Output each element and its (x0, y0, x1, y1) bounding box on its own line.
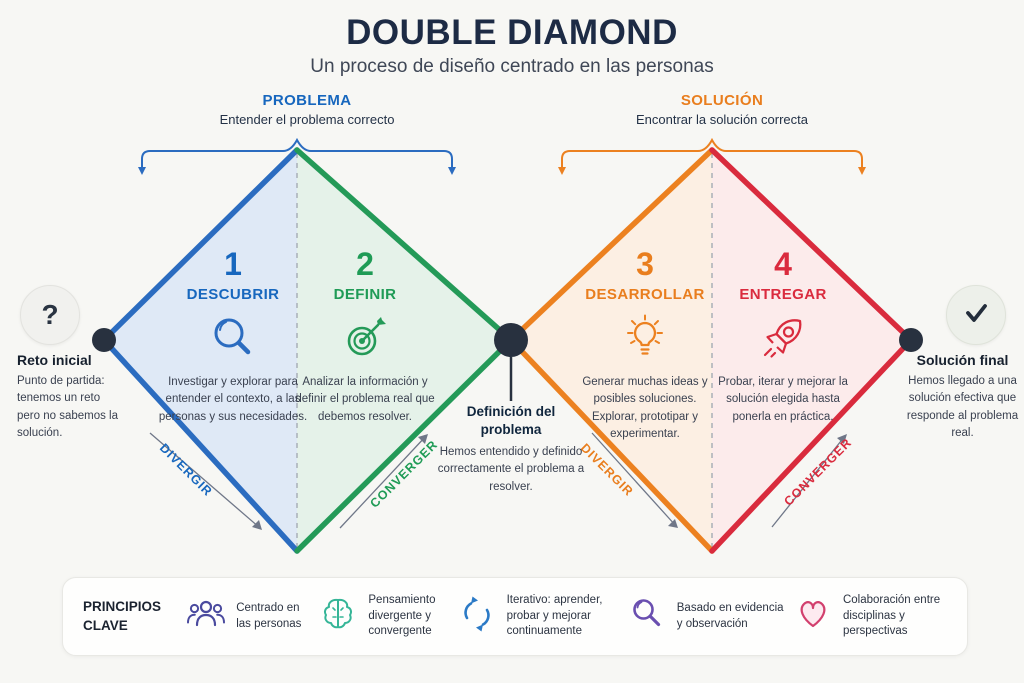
stage-descubrir: 1 DESCUBRIR Investigar y explorar para e… (158, 248, 308, 426)
diamond1-left-fill (104, 150, 297, 551)
stage3-number: 3 (636, 246, 654, 282)
rocket-icon (708, 312, 858, 366)
principle-collaboration-label: Colaboración entre disciplinas y perspec… (842, 594, 941, 638)
final-solution-title: Solución final (916, 352, 1009, 368)
stage1-title: DESCUBRIR (186, 286, 280, 303)
principle-people-label: Centrado en las personas (236, 601, 302, 630)
initial-challenge-block: Reto inicial Punto de partida: tenemos u… (17, 352, 121, 442)
diamond1-edge-topright (294, 147, 514, 343)
stage-definir: 2 DEFINIR Analizar la información y defi… (290, 248, 440, 426)
stage-desarrollar: 3 DESARROLLAR Generar muchas ideas y pos… (570, 248, 720, 443)
stage-entregar: 4 ENTREGAR Probar, iterar y mejorar la s… (708, 248, 858, 426)
brain-icon (318, 594, 358, 639)
initial-challenge-title: Reto inicial (17, 352, 92, 368)
solution-phase-caption: Encontrar la solución correcta (636, 112, 808, 127)
problem-definition-block: Definición del problema Hemos entendido … (431, 403, 591, 496)
lightbulb-icon (570, 312, 720, 366)
stage2-title: DEFINIR (333, 286, 397, 303)
problem-bracket-arrow-right (448, 167, 456, 175)
final-solution-description: Hemos llegado a una solución efectiva qu… (906, 375, 1019, 439)
diamond1-edge-topleft (101, 147, 300, 343)
stage2-description: Analizar la información y definir el pro… (295, 376, 435, 423)
diamond2-edge-bottomright (709, 337, 914, 554)
diamond1-edge-bottomright (294, 337, 514, 554)
diamond2-edge-topright (709, 147, 914, 343)
converger-arrowhead-red (837, 434, 847, 444)
heart-icon (793, 594, 833, 639)
stage4-number: 4 (774, 246, 792, 282)
converger-arrow-green (339, 435, 427, 529)
page-title: DOUBLE DIAMOND (346, 13, 678, 52)
problem-phase-header: PROBLEMA Entender el problema correcto (147, 92, 467, 127)
final-solution-circle (946, 285, 1006, 345)
problem-bracket-arrow-left (138, 167, 146, 175)
magnifier-icon (627, 594, 667, 639)
divergir-arrowhead-blue (252, 520, 262, 530)
divergir-arrow-blue (149, 432, 261, 529)
principle-evidence: Basado en evidencia y observación (627, 594, 785, 639)
final-solution-block: Solución final Hemos llegado a una soluc… (905, 352, 1020, 442)
stage3-description: Generar muchas ideas y posibles solucion… (582, 376, 708, 440)
principle-thinking: Pensamiento divergente y convergente (318, 593, 448, 640)
cycle-icon (457, 594, 497, 639)
principle-iterative: Iterativo: aprender, probar y mejorar co… (457, 593, 619, 640)
diamond2-right-fill (712, 150, 911, 551)
solution-bracket-arrow-right (858, 167, 866, 175)
divergir-arrowhead-orange (668, 519, 678, 528)
solution-bracket-arrow-left (558, 167, 566, 175)
stage1-description: Investigar y explorar para entender el c… (158, 376, 308, 423)
check-icon (959, 298, 993, 333)
stage3-title: DESARROLLAR (585, 286, 705, 303)
problem-definition-description: Hemos entendido y definido correctamente… (437, 446, 585, 493)
diamond2-edge-topleft (508, 147, 715, 343)
divergir-arrow-orange (591, 432, 677, 527)
diamond1-edge-bottomleft (101, 337, 300, 554)
diamond2-left-fill (511, 150, 712, 551)
stage4-description: Probar, iterar y mejorar la solución ele… (718, 376, 848, 423)
diamond2-edge-bottomleft (508, 337, 715, 554)
problem-phase-label: PROBLEMA (262, 92, 352, 109)
solution-bracket (561, 137, 863, 171)
end-node-dot (899, 328, 923, 352)
people-icon (186, 594, 226, 639)
target-icon (290, 312, 440, 366)
solution-phase-label: SOLUCIÓN (680, 92, 764, 109)
principle-people: Centrado en las personas (186, 594, 310, 639)
stage2-number: 2 (356, 246, 374, 282)
magnifier-icon (158, 312, 308, 366)
problem-definition-title: Definición del problema (466, 404, 556, 437)
converger-arrow-red (771, 435, 846, 528)
principle-evidence-label: Basado en evidencia y observación (676, 601, 784, 630)
principle-collaboration: Colaboración entre disciplinas y perspec… (793, 593, 947, 640)
center-node-dot (494, 323, 528, 357)
key-principles-bar: PRINCIPIOS CLAVE Centrado en las persona… (62, 577, 968, 656)
initial-challenge-description: Punto de partida: tenemos un reto pero n… (17, 375, 119, 439)
problem-phase-caption: Entender el problema correcto (219, 112, 395, 127)
principles-title: PRINCIPIOS CLAVE (83, 599, 162, 633)
stage1-number: 1 (224, 246, 242, 282)
problem-bracket (141, 137, 453, 171)
principle-thinking-label: Pensamiento divergente y convergente (368, 594, 436, 638)
stage4-title: ENTREGAR (739, 286, 827, 303)
question-mark-icon: ? (41, 299, 59, 330)
page-subtitle: Un proceso de diseño centrado en las per… (310, 56, 714, 77)
initial-challenge-circle: ? (20, 285, 80, 345)
principle-iterative-label: Iterativo: aprender, probar y mejorar co… (506, 594, 603, 638)
converger-arrowhead-green (418, 434, 428, 444)
diamond1-right-fill (297, 150, 511, 551)
start-node-dot (92, 328, 116, 352)
solution-phase-header: SOLUCIÓN Encontrar la solución correcta (562, 92, 882, 127)
